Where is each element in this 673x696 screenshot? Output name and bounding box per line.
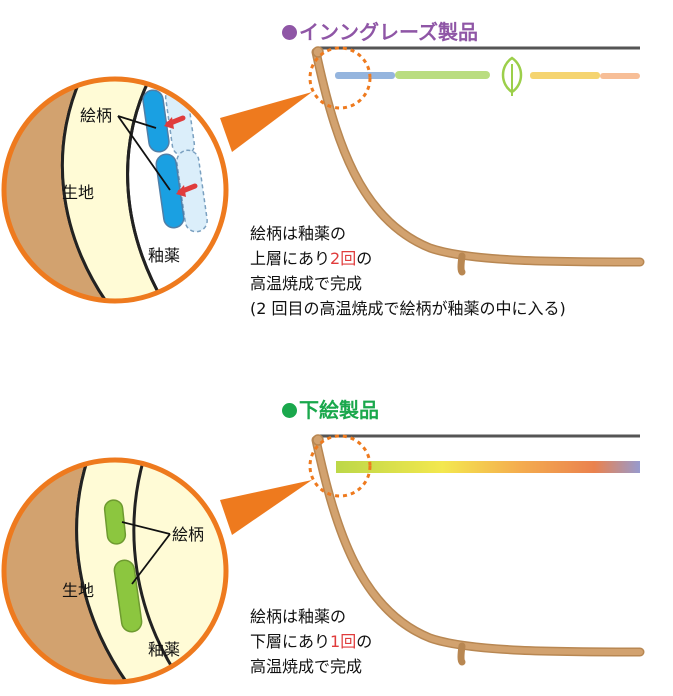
bullet-icon (282, 25, 297, 40)
top-caption-line2: 上層にあり2回の (250, 249, 373, 268)
top-zoom-pointer (220, 92, 312, 152)
top-overglaze-pattern (335, 71, 640, 79)
bottom-firing-count: 1 (330, 632, 341, 651)
top-bowl (311, 46, 645, 276)
top-firing-count: 2 (330, 249, 341, 268)
bullet-icon (282, 403, 297, 418)
bottom-label-glaze: 釉薬 (148, 640, 181, 659)
leaf-icon (501, 56, 523, 96)
top-zoom-marker (308, 46, 372, 110)
top-label-glaze: 釉薬 (148, 246, 181, 265)
top-caption-line1: 絵柄は釉薬の (250, 224, 347, 243)
top-label-body: 生地 (62, 183, 95, 202)
bottom-title-text: 下絵製品 (299, 398, 379, 422)
bottom-label-pattern: 絵柄 (172, 525, 205, 544)
top-magnified-circle (1, 76, 229, 304)
bottom-underglaze-pattern (336, 461, 640, 473)
top-title: インングレーズ製品 (282, 22, 478, 42)
bottom-caption-line2: 下層にあり1回の (250, 632, 373, 651)
bottom-zoom-pointer (220, 480, 312, 535)
bottom-zoom-marker (308, 434, 372, 498)
bottom-label-body: 生地 (62, 581, 95, 600)
bottom-magnified-circle (1, 457, 229, 685)
top-title-text: インングレーズ製品 (299, 20, 478, 44)
bottom-caption-line1: 絵柄は釉薬の (250, 607, 347, 626)
top-caption: 絵柄は釉薬の 上層にあり2回の 高温焼成で完成 (2 回目の高温焼成で絵柄が釉薬… (250, 221, 566, 321)
bottom-bowl (311, 434, 645, 666)
bottom-caption: 絵柄は釉薬の 下層にあり1回の 高温焼成で完成 (250, 604, 372, 679)
top-caption-line3: 高温焼成で完成 (250, 274, 363, 293)
top-caption-line4: (2 回目の高温焼成で絵柄が釉薬の中に入る) (250, 299, 566, 318)
bottom-title: 下絵製品 (282, 400, 379, 420)
top-label-pattern: 絵柄 (80, 106, 113, 125)
bottom-caption-line3: 高温焼成で完成 (250, 657, 363, 676)
